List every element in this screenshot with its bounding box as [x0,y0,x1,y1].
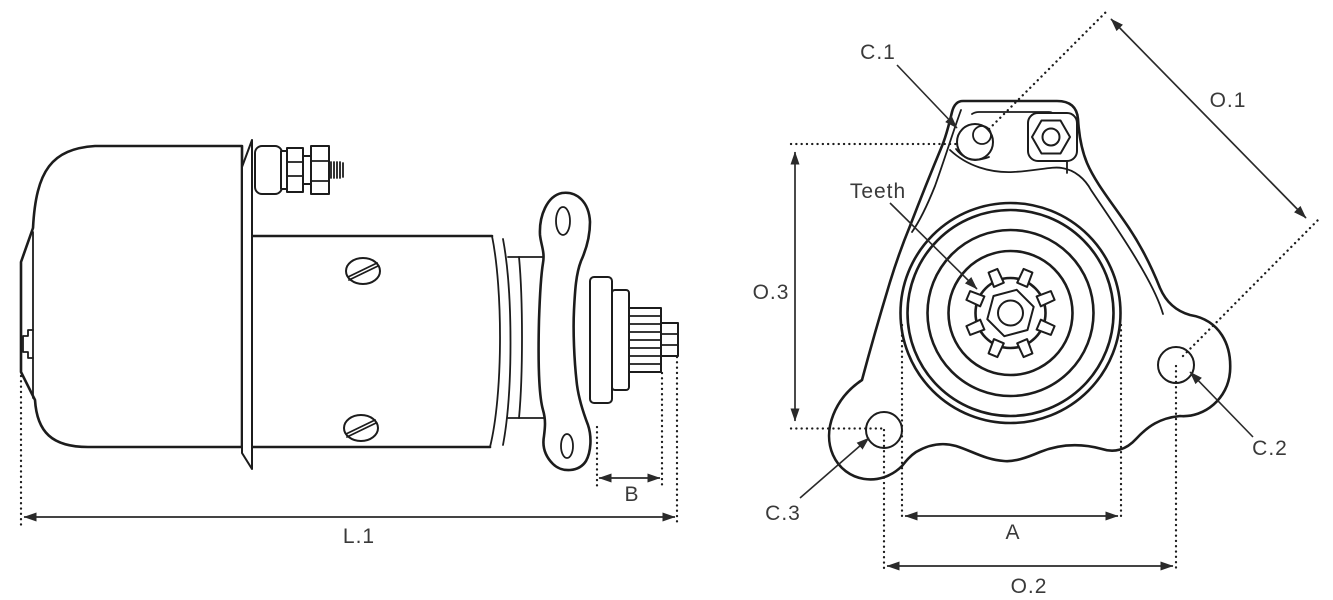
motor-housing-outline [19,144,244,449]
label-B: B [624,483,639,506]
flange-slot-top [555,206,571,236]
C3-leader-line [799,437,870,499]
callout-teeth: Teeth [850,180,978,290]
side-view: L.1 B [19,139,679,548]
flange-slot-bottom [560,433,574,459]
intermediate-ring [518,256,523,419]
spigot-circle-inner [906,208,1115,418]
shaft-step-1 [589,276,613,404]
slotted-screw-top [345,257,381,285]
pinion-shaft-assembly [589,276,679,404]
gear-teeth [965,267,1056,359]
hole-C1-inner [972,125,992,145]
slotted-screw-bottom [343,414,379,442]
label-O1: O.1 [1210,89,1247,112]
flange-pocket-curve [949,149,1164,315]
callout-C2: C.2 [1189,371,1288,460]
shaft-stub [660,322,679,357]
terminal-spacer [302,155,312,185]
terminal-nut-2 [310,145,330,195]
C1-leader-line [896,64,958,129]
flange-outline [537,191,592,472]
yoke-end-ring-inner [502,238,512,446]
gear-center-hole [997,299,1024,327]
label-L1: L.1 [343,525,375,548]
teeth-leader-line [889,202,978,290]
O1-extension-lower [1181,216,1322,358]
terminal-thread-lines [330,161,344,179]
label-O2: O.2 [1011,575,1048,598]
pinion-gear [965,267,1056,359]
dimension-B: B [595,371,664,506]
flange-thickness-line [911,109,962,233]
housing-side-boss [22,329,34,359]
bearing-boss-circle [926,228,1095,398]
callout-C3: C.3 [765,437,870,525]
spigot-circle-outer [899,201,1122,425]
label-C3: C.3 [765,502,801,525]
hole-C1-counterbore-arc [955,148,990,161]
label-A: A [1005,521,1020,544]
terminal-nut-1 [286,147,304,193]
label-C1: C.1 [860,41,896,64]
dimension-O2: O.2 [882,364,1178,598]
motor-yoke [251,234,549,449]
terminal-stud [254,145,344,195]
pinion-recess-circle [947,249,1074,377]
mounting-boss-bolt [1027,112,1078,162]
label-teeth: Teeth [850,180,906,203]
terminal-base [254,145,283,195]
O1-dimension-line [1110,18,1307,219]
dimension-O1: O.1 [987,9,1322,358]
mounting-flange-side [537,191,592,472]
label-O3: O.3 [753,281,790,304]
callout-C1: C.1 [860,41,958,129]
dimension-L1: L.1 [19,355,679,548]
end-shield-plate [241,139,253,470]
C2-leader-line [1189,371,1254,438]
bolt-center [1041,127,1061,147]
label-C2: C.2 [1252,437,1288,460]
mounting-hole-C1 [955,123,994,161]
yoke-end-ring-outer [489,235,501,448]
dimension-A: A [900,323,1123,544]
shaft-step-2 [611,289,630,391]
spline-gear [628,307,662,373]
dimension-O3: O.3 [753,142,958,430]
front-view: O.3 O.1 A O.2 C.1 T [753,9,1322,598]
